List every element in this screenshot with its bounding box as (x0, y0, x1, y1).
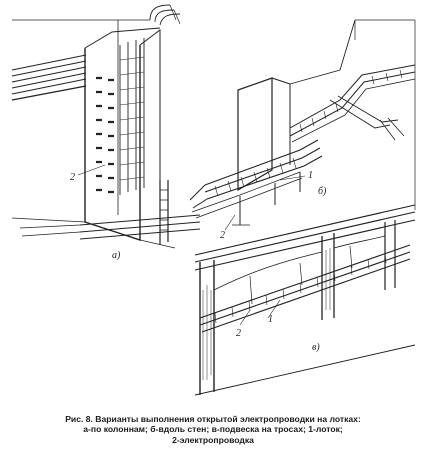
panel-b-wall-drawing (189, 19, 416, 231)
caption-line-2: а-по колоннам; б-вдоль стен; в-подвеска … (83, 424, 343, 435)
panel-b-callout-1: 1 (308, 170, 313, 181)
caption-line-1: Рис. 8. Варианты выполнения открытой эле… (65, 414, 361, 424)
cable-tray-illustration: а) 2 б) 1 2 в) 1 2 (11, 4, 416, 396)
panel-v-callout-2: 2 (236, 328, 241, 339)
panel-v-suspension-drawing (194, 204, 416, 396)
panel-b-callout-2: 2 (220, 230, 225, 241)
panel-a-label: а) (112, 250, 121, 261)
panel-v-callout-1: 1 (268, 314, 273, 325)
panel-a-column-drawing (11, 4, 201, 249)
panel-a-callout-2: 2 (70, 172, 75, 183)
panel-b-label: б) (318, 186, 327, 197)
figure-caption: Рис. 8. Варианты выполнения открытой эле… (0, 414, 426, 445)
panel-v-label: в) (312, 342, 320, 353)
caption-line-3: 2-электропроводка (172, 434, 254, 445)
